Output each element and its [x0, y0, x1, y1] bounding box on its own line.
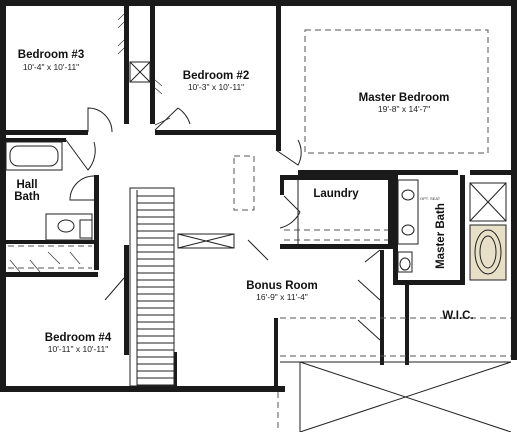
master-bath-fixtures: OPT. SEAT	[397, 179, 507, 281]
hall-bath-name-line2: Bath	[14, 191, 40, 203]
laundry-name: Laundry	[313, 188, 359, 200]
master-bedroom-name: Master Bedroom	[359, 92, 450, 104]
bedroom3-name: Bedroom #3	[18, 49, 84, 61]
doors	[65, 107, 381, 341]
master-bath-name: Master Bath	[435, 203, 447, 269]
wic-name: W.I.C.	[442, 310, 473, 322]
walls	[0, 0, 517, 392]
master-bedroom-dims: 19'-8" x 14'-7"	[378, 104, 430, 114]
bedroom4-dims: 10'-11" x 10'-11"	[48, 344, 108, 354]
hall-bath-name-line1: Hall	[16, 179, 37, 191]
bonus-room-name: Bonus Room	[246, 280, 318, 292]
lower-level-outline	[277, 361, 512, 432]
bedroom3-dims: 10'-4" x 10'-11"	[23, 62, 79, 72]
closet-doors	[9, 13, 171, 273]
bedroom4-name: Bedroom #4	[45, 332, 112, 344]
dashed-lines	[8, 29, 511, 357]
bedroom2-dims: 10'-3" x 10'-11"	[188, 82, 244, 92]
toilet	[79, 219, 93, 239]
staircase	[129, 187, 235, 387]
opt-seat-note: OPT. SEAT	[420, 196, 441, 201]
bonus-room-dims: 16'-9" x 11'-4"	[256, 292, 308, 302]
room-labels: Bedroom #3 10'-4" x 10'-11" Bedroom #2 1…	[14, 49, 473, 354]
bedroom2-name: Bedroom #2	[183, 70, 249, 82]
hall-bath-fixtures	[5, 141, 93, 241]
